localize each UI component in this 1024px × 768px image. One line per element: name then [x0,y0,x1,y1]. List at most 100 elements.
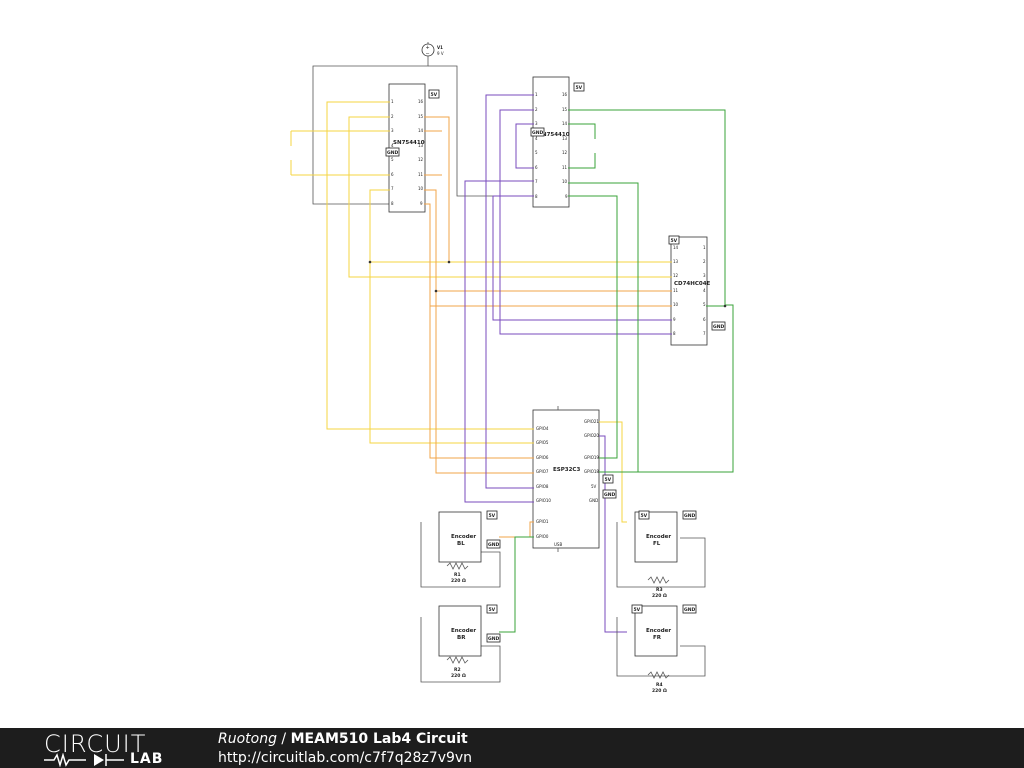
resistor-r2-label: R2 [454,667,461,673]
tag-gnd-br-text: GND [488,636,499,642]
tag-5v-esp-text: 5V [605,477,612,483]
encoder-fl-name: Encoder [646,534,671,540]
author-link[interactable]: Ruotong [218,731,277,747]
tag-5v-fr: 5V [631,604,643,614]
tag-gnd-fr: GND [682,604,697,614]
esp-pin-gnd: GND [589,498,598,503]
svg-text:7: 7 [535,179,538,184]
tag-gnd-u3-text: GND [713,324,724,330]
chip-esp32c3: ESP32C3 USB [532,406,600,552]
encoder-fr-id: FR [653,635,662,641]
svg-text:13: 13 [418,143,424,148]
esp-pin-gpio10: GPIO10 [536,498,551,503]
esp-pin-5v: 5V [591,484,597,489]
svg-text:15: 15 [418,114,424,119]
svg-text:11: 11 [562,165,568,170]
svg-text:4: 4 [535,136,538,141]
encoder-fr: Encoder FR R4 220 Ω [616,605,706,694]
svg-text:12: 12 [562,150,568,155]
wires-orange [424,116,672,538]
tag-5v-u3-text: 5V [671,238,678,244]
tag-5v-fl: 5V [638,510,650,520]
svg-text:2: 2 [703,259,706,264]
chip-sn754410-middle: SN754410 [532,76,570,208]
svg-text:9: 9 [565,194,568,199]
encoder-fr-name: Encoder [646,628,671,634]
v1-value: 9 V [437,51,444,56]
esp-pin-gpio1: GPIO1 [536,519,549,524]
esp-pin-gpio4: GPIO4 [536,426,549,431]
svg-text:5: 5 [703,302,706,307]
svg-text:7: 7 [391,186,394,191]
esp-pin-gpio0: GPIO0 [536,534,549,539]
tag-5v-br: 5V [486,604,498,614]
svg-text:13: 13 [673,259,679,264]
svg-text:16: 16 [418,99,424,104]
tag-5v-bl: 5V [486,510,498,520]
project-name[interactable]: MEAM510 Lab4 Circuit [290,731,468,747]
svg-text:12: 12 [673,273,679,278]
resistor-r4-label: R4 [656,682,663,688]
encoder-br-name: Encoder [451,628,476,634]
junction-dots [368,260,727,308]
svg-text:8: 8 [673,331,676,336]
circuitlab-logo-bottom: LAB [130,751,164,767]
esp-pin-gpio7: GPIO7 [536,469,549,474]
tag-gnd-bl-text: GND [488,542,499,548]
encoder-bl-id: BL [457,541,465,547]
project-title: Ruotong / MEAM510 Lab4 Circuit [218,731,468,747]
encoder-br-id: BR [457,635,466,641]
title-separator: / [276,731,291,747]
encoder-fl: Encoder FL R3 220 Ω [616,511,706,599]
tag-5v-bl-text: 5V [489,513,496,519]
esp-pin-gpio19: GPIO19 [584,455,599,460]
tag-5v-u2: 5V [573,82,585,92]
wires-purple [464,94,672,633]
tag-gnd-bl: GND [486,539,501,549]
esp-pin-gpio21: GPIO21 [584,419,599,424]
tag-5v-u1-text: 5V [431,92,438,98]
circuitlab-logo-icon [44,753,124,767]
svg-text:2: 2 [535,107,538,112]
chip-u2-label: SN754410 [538,132,570,138]
svg-text:1: 1 [535,92,538,97]
tag-5v-u1: 5V [428,89,440,99]
chip-cd74hc04e: CD74HC04E [670,236,711,346]
svg-text:14: 14 [418,128,424,133]
tag-gnd-u2-text: GND [532,130,543,136]
svg-text:14: 14 [562,121,568,126]
encoder-br: Encoder BR R2 220 Ω [420,605,501,683]
esp-pin-gpio5: GPIO5 [536,440,549,445]
svg-text:10: 10 [562,179,568,184]
svg-text:10: 10 [418,186,424,191]
tag-5v-u3: 5V [668,235,680,245]
wires-yellow [290,101,672,523]
resistor-r1-value: 220 Ω [451,578,466,584]
resistor-r3-label: R3 [656,587,663,593]
esp-pin-gpio20: GPIO20 [584,433,599,438]
svg-text:8: 8 [535,194,538,199]
svg-text:+: + [426,45,430,51]
svg-text:−: − [426,51,430,57]
chip-u3-label: CD74HC04E [674,281,711,287]
esp-pin-gpio8: GPIO8 [536,484,549,489]
encoder-bl: Encoder BL R1 220 Ω [420,511,501,588]
svg-text:1: 1 [391,99,394,104]
svg-text:5: 5 [391,157,394,162]
svg-text:13: 13 [562,136,568,141]
tag-gnd-esp-text: GND [604,492,615,498]
tag-gnd-u1-text: GND [387,150,398,156]
encoder-fl-id: FL [653,541,661,547]
voltage-source-v1: + − V1 9 V [421,42,444,57]
encoder-bl-name: Encoder [451,534,476,540]
chip-u4-label: ESP32C3 [553,467,580,473]
tag-5v-fr-text: 5V [634,607,641,613]
footer-bar [0,728,1024,768]
svg-text:5: 5 [535,150,538,155]
project-url-link[interactable]: http://circuitlab.com/c7f7q28z7v9vn [218,750,473,766]
tag-gnd-u3: GND [711,321,726,331]
esp-pin-gpio6: GPIO6 [536,455,549,460]
svg-text:11: 11 [418,172,424,177]
